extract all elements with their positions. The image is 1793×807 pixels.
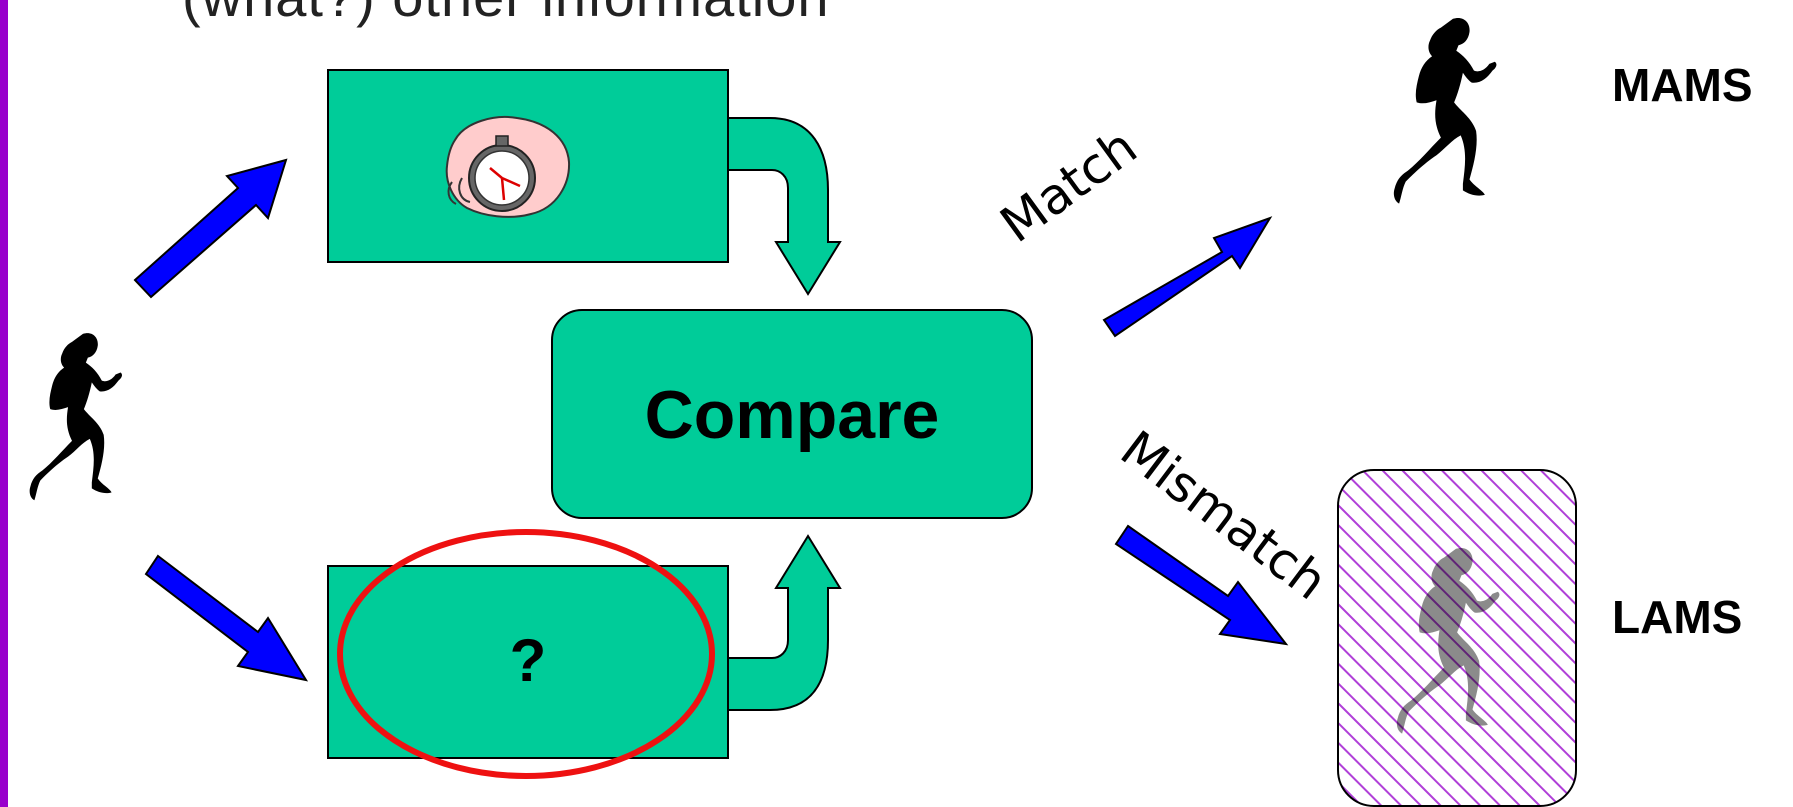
highlight-ellipse bbox=[337, 529, 715, 779]
unknown-label: ? bbox=[509, 627, 547, 694]
partial-title: (what?) other information bbox=[182, 0, 830, 29]
compare-box bbox=[551, 309, 1033, 519]
timing-box bbox=[327, 69, 729, 263]
arrow-to-unknown bbox=[144, 554, 309, 682]
top-to-compare-connector bbox=[727, 117, 842, 296]
bottom-to-compare-connector bbox=[727, 534, 842, 711]
arrow-to-timing bbox=[133, 158, 288, 299]
left-accent-bar bbox=[0, 0, 8, 807]
runner-input-icon bbox=[29, 333, 122, 501]
runner-mams-icon bbox=[1393, 17, 1497, 204]
arrow-mismatch bbox=[1114, 524, 1289, 646]
arrow-match bbox=[1102, 216, 1273, 338]
compare-label: Compare bbox=[644, 377, 940, 453]
stopwatch-in-hand-icon bbox=[445, 116, 571, 218]
mams-label: MAMS bbox=[1612, 59, 1753, 111]
unknown-info-box bbox=[327, 565, 729, 759]
lams-label: LAMS bbox=[1612, 591, 1743, 643]
